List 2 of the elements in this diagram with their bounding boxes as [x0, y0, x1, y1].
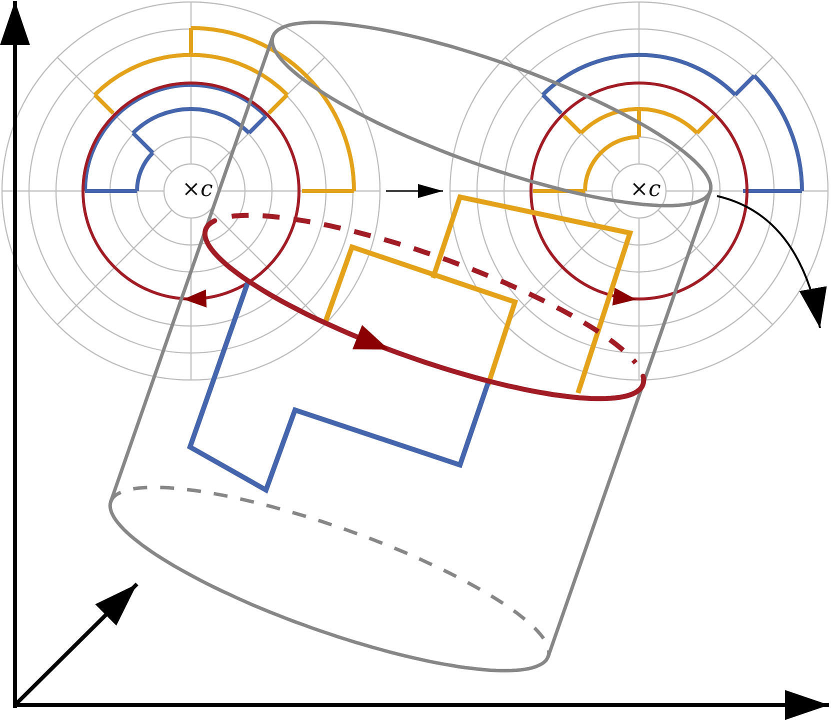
center-label: ×c — [630, 178, 661, 200]
center-label: ×c — [182, 178, 213, 200]
